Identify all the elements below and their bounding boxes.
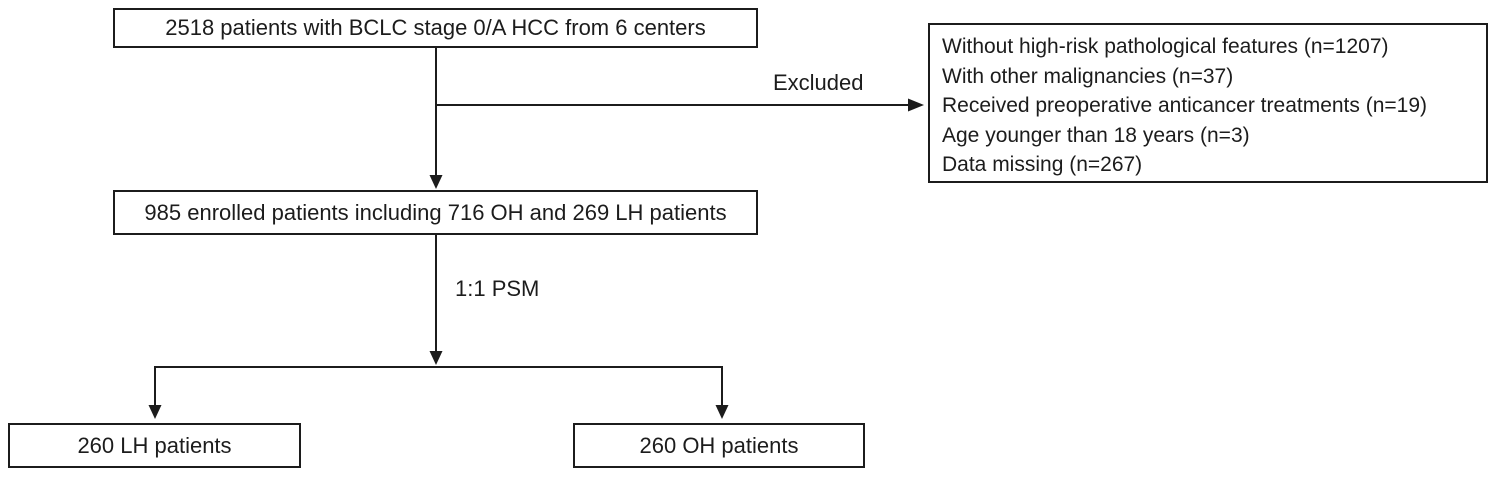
psm-arrow-label: 1:1 PSM (455, 276, 540, 301)
node-oh-patients: 260 OH patients (573, 423, 865, 468)
node-lh-patients-label: 260 LH patients (77, 432, 232, 458)
excluded-criterion-line: Age younger than 18 years (n=3) (942, 123, 1250, 147)
node-initial-cohort: 2518 patients with BCLC stage 0/A HCC fr… (113, 8, 758, 48)
node-enrolled-patients: 985 enrolled patients including 716 OH a… (113, 190, 758, 235)
node-oh-patients-label: 260 OH patients (639, 432, 799, 458)
node-enrolled-patients-label: 985 enrolled patients including 716 OH a… (144, 199, 727, 225)
node-excluded-criteria: Without high-risk pathological features … (928, 23, 1488, 183)
arrow-split-to-oh (715, 366, 729, 419)
excluded-criterion-line: With other malignancies (n=37) (942, 64, 1234, 88)
arrow-enrolled-to-split (429, 235, 443, 365)
excluded-criterion-line: Data missing (n=267) (942, 153, 1143, 176)
excluded-arrow-label: Excluded (773, 70, 864, 95)
arrow-split-to-lh (148, 366, 162, 419)
excluded-criterion-line: Received preoperative anticancer treatme… (942, 94, 1428, 117)
node-initial-cohort-label: 2518 patients with BCLC stage 0/A HCC fr… (165, 15, 706, 40)
arrow-to-excluded (436, 98, 924, 112)
node-lh-patients: 260 LH patients (8, 423, 301, 468)
arrow-top-to-enrolled (429, 48, 443, 189)
excluded-criterion-line: Without high-risk pathological features … (942, 35, 1389, 58)
